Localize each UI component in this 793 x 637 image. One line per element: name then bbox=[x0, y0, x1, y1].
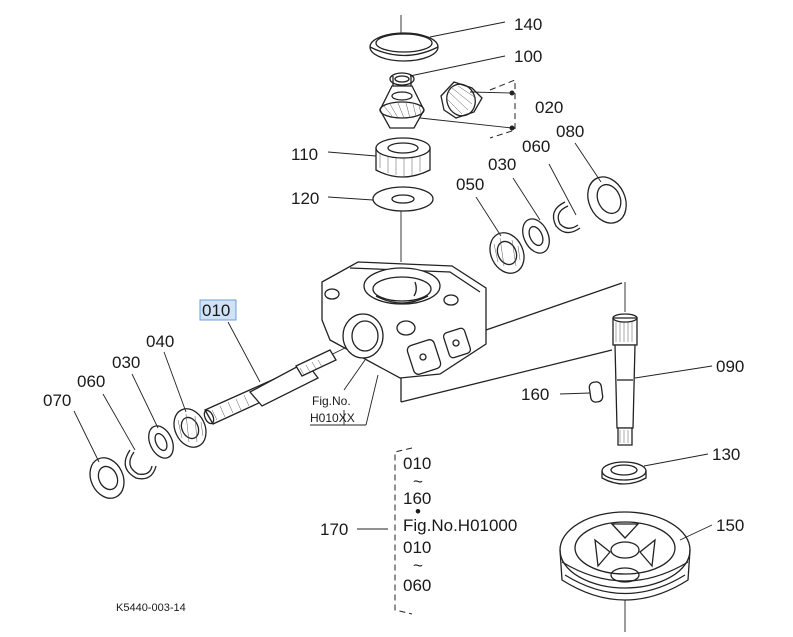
range-fig-ref[interactable]: Fig.No.H01000 bbox=[403, 516, 517, 535]
label-070[interactable]: 070 bbox=[43, 391, 71, 410]
lead-020-a bbox=[469, 91, 513, 94]
range-tilde-2: ~ bbox=[413, 556, 423, 575]
range-tilde-1: ~ bbox=[413, 472, 423, 491]
part-010-input-shaft bbox=[203, 349, 337, 425]
housing-edge-b bbox=[400, 349, 613, 403]
label-100[interactable]: 100 bbox=[514, 47, 542, 66]
label-060-left[interactable]: 060 bbox=[77, 372, 105, 391]
label-120[interactable]: 120 bbox=[291, 189, 319, 208]
range-dot: • bbox=[415, 502, 421, 521]
label-030-top[interactable]: 030 bbox=[488, 155, 516, 174]
part-110-bearing bbox=[375, 137, 431, 178]
range-start-2: 010 bbox=[403, 538, 431, 557]
bracket-020 bbox=[489, 79, 516, 139]
fig-ref-line2[interactable]: H010XX bbox=[310, 411, 355, 425]
part-160-key bbox=[588, 381, 604, 403]
label-170[interactable]: 170 bbox=[320, 520, 348, 539]
part-030-washer-right bbox=[522, 218, 550, 254]
label-060-top[interactable]: 060 bbox=[522, 137, 550, 156]
part-100-snap-ring bbox=[389, 72, 415, 86]
label-130[interactable]: 130 bbox=[712, 445, 740, 464]
bracket-170 bbox=[394, 447, 413, 615]
lead-020-b bbox=[419, 117, 513, 129]
drawing-code: K5440-003-14 bbox=[116, 602, 186, 614]
dot-020-b bbox=[509, 125, 515, 131]
part-150-pulley bbox=[559, 511, 691, 601]
part-020-bevel-gear-pinion bbox=[440, 81, 483, 119]
housing-edge-c bbox=[485, 282, 623, 331]
label-010[interactable]: 010 bbox=[202, 301, 230, 320]
part-060-snap-ring-left bbox=[124, 449, 157, 480]
label-040[interactable]: 040 bbox=[146, 332, 174, 351]
label-020[interactable]: 020 bbox=[535, 98, 563, 117]
range-end-1: 160 bbox=[403, 489, 431, 508]
gearbox-housing bbox=[321, 261, 487, 379]
part-060-snap-ring-right bbox=[552, 201, 581, 234]
part-070-oil-seal-left bbox=[89, 457, 125, 499]
part-080-oil-seal-right bbox=[587, 176, 627, 224]
label-110[interactable]: 110 bbox=[291, 145, 318, 164]
part-030-washer-left bbox=[148, 425, 174, 459]
dot-020-a bbox=[509, 90, 515, 96]
label-030-left[interactable]: 030 bbox=[112, 353, 140, 372]
range-end-2: 060 bbox=[403, 576, 431, 595]
part-090-output-shaft bbox=[612, 313, 638, 446]
part-130-oil-seal-bottom bbox=[601, 461, 647, 485]
label-140[interactable]: 140 bbox=[514, 15, 542, 34]
label-050[interactable]: 050 bbox=[456, 175, 484, 194]
part-020-bevel-gear-main bbox=[379, 76, 425, 129]
label-090[interactable]: 090 bbox=[716, 357, 744, 376]
range-start: 010 bbox=[403, 454, 431, 473]
highlight-box-010 bbox=[199, 299, 237, 321]
label-080[interactable]: 080 bbox=[556, 122, 584, 141]
fig-ref-line1: Fig.No. bbox=[312, 394, 351, 408]
leader-lines bbox=[73, 21, 713, 541]
label-160[interactable]: 160 bbox=[521, 385, 549, 404]
part-140-cap bbox=[369, 32, 439, 62]
part-050-bearing bbox=[489, 232, 525, 274]
label-150[interactable]: 150 bbox=[716, 516, 744, 535]
part-120-washer bbox=[372, 186, 434, 212]
part-040-bearing-left bbox=[173, 408, 207, 448]
